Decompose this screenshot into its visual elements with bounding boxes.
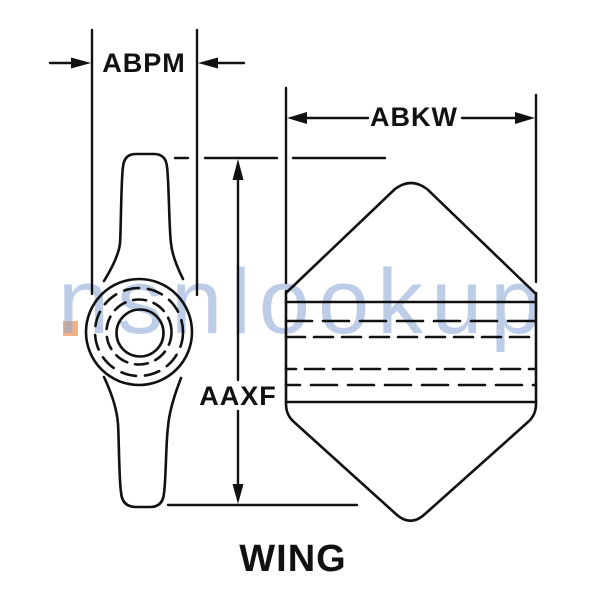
body-and-lower-cone-outline (284, 289, 538, 523)
bottom-wing-outline (102, 375, 183, 509)
abpm-arrowhead-right (198, 57, 218, 69)
hole-circle (115, 308, 165, 358)
dimension-label-abkw: ABKW (370, 102, 458, 132)
upper-cone-outline (285, 181, 537, 295)
dimension-abpm (48, 28, 246, 297)
abpm-arrowhead-left (71, 57, 91, 69)
wing-nut-side-view (284, 181, 538, 523)
thread-dashed-circle-outer (93, 286, 185, 378)
aaxf-arrowhead-down (232, 484, 244, 504)
top-wing-outline (102, 152, 185, 283)
dimension-label-aaxf: AAXF (199, 381, 277, 411)
abkw-arrowhead-left (287, 112, 307, 124)
abkw-arrowhead-right (515, 112, 535, 124)
body-outer-circle (84, 277, 194, 387)
watermark-accent-square (63, 321, 78, 336)
figure-caption: WING (239, 538, 347, 580)
dimension-label-abpm: ABPM (102, 48, 186, 78)
wing-nut-front-view (84, 152, 194, 509)
dimension-aaxf (166, 156, 387, 507)
thread-dashed-circle-inner (105, 298, 173, 366)
dimension-abkw (284, 86, 538, 285)
